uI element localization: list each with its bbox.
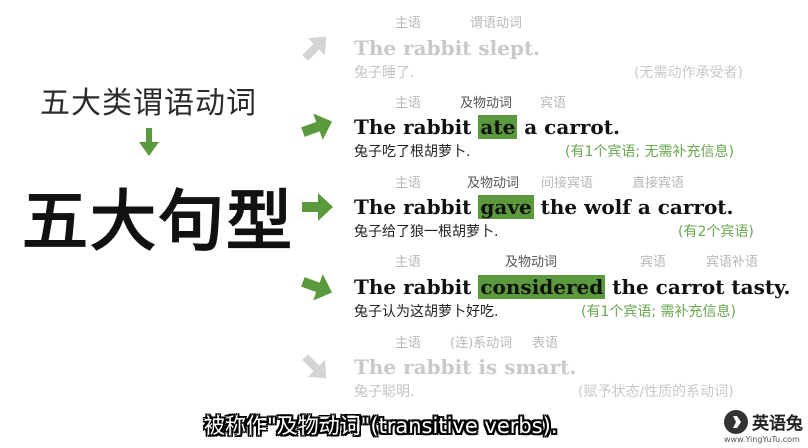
- right-arrow-icon: [301, 113, 333, 140]
- sentence-translation: 兔子吃了根胡萝卜.: [354, 144, 471, 160]
- category-title: 五大类谓语动词: [40, 86, 257, 121]
- sentence-note: (有1个宾语; 无需补充信息): [565, 144, 734, 160]
- role-label: 及物动词: [505, 255, 558, 270]
- role-label: 主语: [395, 176, 422, 191]
- role-label: 主语: [395, 336, 422, 351]
- up-right-arrow-icon: [302, 36, 327, 61]
- logo-url: www.YingYuTu.com: [724, 435, 800, 444]
- role-label: 宾语: [540, 96, 567, 111]
- verb-highlight: gave: [478, 195, 534, 219]
- role-label: (连)系动词: [450, 336, 513, 351]
- role-label: 主语: [395, 96, 422, 111]
- logo-name: 英语兔: [752, 414, 803, 434]
- logo: 英语兔 www.YingYuTu.com: [720, 406, 804, 444]
- example-sentence: The rabbit gave the wolf a carrot.: [354, 195, 734, 219]
- example-sentence: The rabbit considered the carrot tasty.: [354, 275, 791, 299]
- sentence-translation: 兔子睡了.: [354, 65, 415, 81]
- verb-highlight: considered: [478, 275, 606, 299]
- role-label: 谓语动词: [470, 16, 523, 31]
- role-label: 及物动词: [460, 96, 513, 111]
- role-label: 宾语补语: [706, 255, 759, 270]
- right-arrow-icon: [301, 274, 333, 301]
- sentence-note: (有2个宾语): [678, 224, 754, 240]
- example-sentence: The rabbit ate a carrot.: [354, 115, 620, 139]
- role-label: 及物动词: [467, 176, 520, 191]
- sentence-translation: 兔子认为这胡萝卜好吃.: [354, 304, 499, 320]
- role-label: 主语: [395, 16, 422, 31]
- video-subtitle: 被称作"及物动词"(transitive verbs).: [204, 414, 558, 438]
- right-arrow-icon: [302, 193, 333, 221]
- five-sentence-patterns-title: 五大句型: [22, 182, 294, 260]
- rabbit-logo-icon: [724, 410, 748, 434]
- role-label: 宾语: [640, 255, 667, 270]
- role-label: 间接宾语: [541, 176, 594, 191]
- role-label: 直接宾语: [632, 176, 685, 191]
- sentence-note: (无需动作承受者): [634, 65, 743, 81]
- sentence-translation: 兔子聪明.: [354, 384, 415, 400]
- sentence-note: (赋予状态/性质的系动词): [578, 384, 734, 400]
- sentence-translation: 兔子给了狼一根胡萝卜.: [354, 224, 499, 240]
- example-sentence: The rabbit slept.: [354, 36, 541, 60]
- down-arrow-icon: [139, 128, 159, 156]
- role-label: 主语: [395, 255, 422, 270]
- verb-highlight: ate: [478, 115, 518, 139]
- down-right-arrow-icon: [302, 354, 327, 379]
- sentence-note: (有1个宾语; 需补充信息): [581, 304, 736, 320]
- example-sentence: The rabbit is smart.: [354, 355, 577, 379]
- role-label: 表语: [532, 336, 559, 351]
